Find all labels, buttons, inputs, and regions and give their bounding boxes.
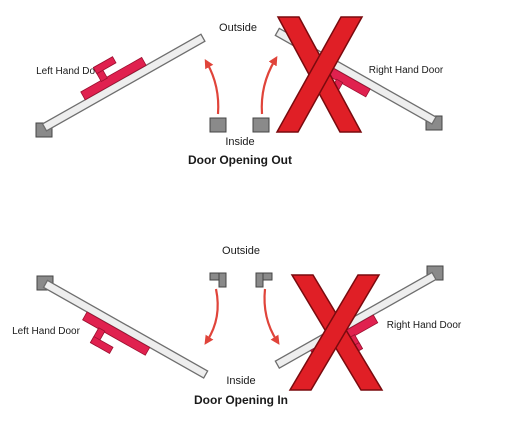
bottom-inside-label: Inside [226,375,255,387]
bottom-left-door-leaf [42,279,209,379]
top-caption: Door Opening Out [188,153,292,167]
bottom-right-latch-jamb [255,272,273,288]
bottom-left-latch-jamb [209,272,227,288]
top-right-door-label: Right Hand Door [369,65,444,76]
bottom-outside-label: Outside [222,245,260,257]
top-left-door-label: Left Hand Door [36,66,104,77]
top-left-latch-jamb [209,117,227,133]
top-left-handle-icon [80,56,147,101]
bottom-left-swing-arrow-icon [204,288,219,345]
top-cross-icon [275,16,364,133]
bottom-left-handle-icon [82,311,151,356]
bottom-cross-icon [288,274,384,391]
bottom-right-swing-arrow-icon [263,288,280,345]
top-left-door-swing-icon [35,33,227,138]
bottom-caption: Door Opening In [194,393,288,407]
top-left-swing-arrow-icon [204,58,220,115]
top-left-door-leaf [41,33,206,132]
bottom-left-door-swing-icon [36,272,227,379]
top-inside-label: Inside [225,136,254,148]
bottom-left-door-label: Left Hand Door [12,326,80,337]
bottom-right-door-label: Right Hand Door [387,320,462,331]
top-right-swing-arrow-icon [260,56,278,115]
bottom-panel-door-opening-in: Outside Left Hand Door Right Hand Door I… [12,245,462,407]
top-panel-door-opening-out: Outside Left Hand Door Right Hand Door I… [35,16,444,167]
top-right-latch-jamb [252,117,270,133]
top-outside-label: Outside [219,22,257,34]
